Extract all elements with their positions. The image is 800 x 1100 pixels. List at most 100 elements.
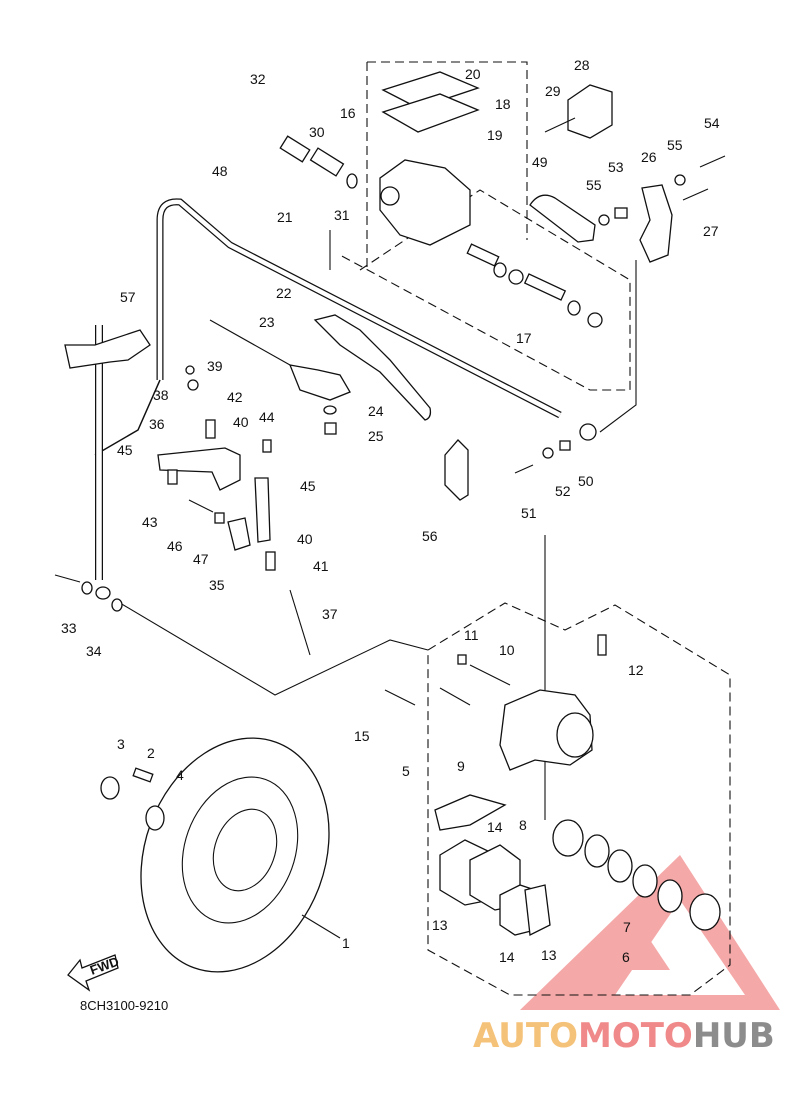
caliper-assembly-outline (427, 602, 731, 996)
callout-14: 14 (487, 819, 503, 835)
handlebar (209, 319, 291, 366)
bolt (439, 687, 471, 706)
callout-16: 16 (340, 105, 356, 121)
washer (81, 581, 93, 595)
callout-15: 15 (354, 728, 370, 744)
callout-19: 19 (487, 127, 503, 143)
key (132, 767, 154, 783)
callout-28: 28 (574, 57, 590, 73)
callout-31: 31 (334, 207, 350, 223)
watermark-text: AUTOMOTOHUB (473, 1016, 775, 1056)
brake-hose (94, 71, 358, 300)
callout-30: 30 (309, 124, 325, 140)
switch-bracket (639, 184, 673, 263)
pin (469, 664, 511, 686)
callout-21: 21 (277, 209, 293, 225)
watermark-logo-triangle (520, 855, 780, 1010)
nut (323, 405, 337, 415)
bolt (54, 574, 81, 583)
washer (111, 598, 123, 612)
callout-49: 49 (532, 154, 548, 170)
pad-spring (434, 794, 507, 831)
callout-56: 56 (422, 528, 438, 544)
callout-39: 39 (207, 358, 223, 374)
diagram-code: 8CH3100-9210 (80, 998, 168, 1013)
callout-27: 27 (703, 223, 719, 239)
callout-40: 40 (233, 414, 249, 430)
callout-11: 11 (464, 627, 479, 643)
callout-24: 24 (368, 403, 384, 419)
nut (214, 512, 225, 524)
circlip (100, 776, 120, 800)
callout-29: 29 (545, 83, 561, 99)
pin (262, 439, 272, 453)
collar (559, 440, 571, 451)
washer (598, 214, 610, 226)
callout-37: 37 (322, 606, 338, 622)
bleed-screw (597, 634, 607, 656)
callout-54: 54 (704, 115, 720, 131)
callout-25: 25 (368, 428, 384, 444)
callout-48: 48 (212, 163, 228, 179)
washer (145, 805, 165, 831)
callout-9: 9 (457, 758, 465, 774)
pin (205, 419, 216, 439)
callout-labels: 1 2 3 4 5 6 7 8 9 10 11 12 13 13 14 14 1… (61, 57, 720, 965)
pin (265, 551, 276, 571)
bolt (699, 155, 726, 168)
callout-23: 23 (259, 314, 275, 330)
svg-text:AUTOMOTOHUB: AUTOMOTOHUB (473, 1016, 775, 1056)
callout-45: 45 (300, 478, 316, 494)
brake-pad (524, 884, 551, 936)
callout-8: 8 (519, 817, 527, 833)
master-cylinder-assembly-outline (366, 61, 528, 270)
callout-14: 14 (499, 949, 515, 965)
callout-53: 53 (608, 159, 624, 175)
rod (289, 589, 311, 656)
callout-33: 33 (61, 620, 77, 636)
master-cylinder-piston-kit (466, 243, 603, 328)
callout-34: 34 (86, 643, 102, 659)
brake-cable (94, 198, 597, 456)
watermark-auto: AUTO (473, 1016, 578, 1056)
leader-line (114, 599, 429, 696)
callout-32: 32 (250, 71, 266, 87)
callout-1: 1 (342, 935, 350, 951)
callout-20: 20 (465, 66, 481, 82)
brake-line-lower (95, 325, 111, 600)
brake-lever (313, 314, 432, 421)
callout-2: 2 (147, 745, 155, 761)
brake-caliper (384, 634, 607, 771)
master-cylinder (379, 71, 480, 246)
callout-52: 52 (555, 483, 571, 499)
callout-10: 10 (499, 642, 515, 658)
washer (674, 174, 686, 186)
collar (614, 207, 628, 219)
callout-4: 4 (176, 767, 184, 783)
callout-46: 46 (167, 538, 183, 554)
linkage-rod (254, 477, 271, 543)
callout-17: 17 (516, 330, 532, 346)
callout-13: 13 (432, 917, 448, 933)
callout-42: 42 (227, 389, 243, 405)
cotter-pin-holder (167, 469, 178, 485)
callout-36: 36 (149, 416, 165, 432)
brake-light-switch (544, 84, 613, 139)
callout-51: 51 (521, 505, 537, 521)
nut (324, 422, 337, 435)
washer (542, 447, 554, 459)
bolt (514, 464, 534, 474)
callout-6: 6 (622, 949, 630, 965)
nut (185, 365, 195, 375)
clevis (227, 517, 251, 551)
leader-line (599, 260, 637, 433)
callout-35: 35 (209, 577, 225, 593)
callout-38: 38 (153, 387, 169, 403)
callout-55: 55 (586, 177, 602, 193)
bolt (384, 689, 416, 706)
callout-47: 47 (193, 551, 209, 567)
bolt (188, 499, 214, 513)
callout-7: 7 (623, 919, 631, 935)
pedal-arm (529, 194, 596, 243)
plug (457, 654, 467, 665)
